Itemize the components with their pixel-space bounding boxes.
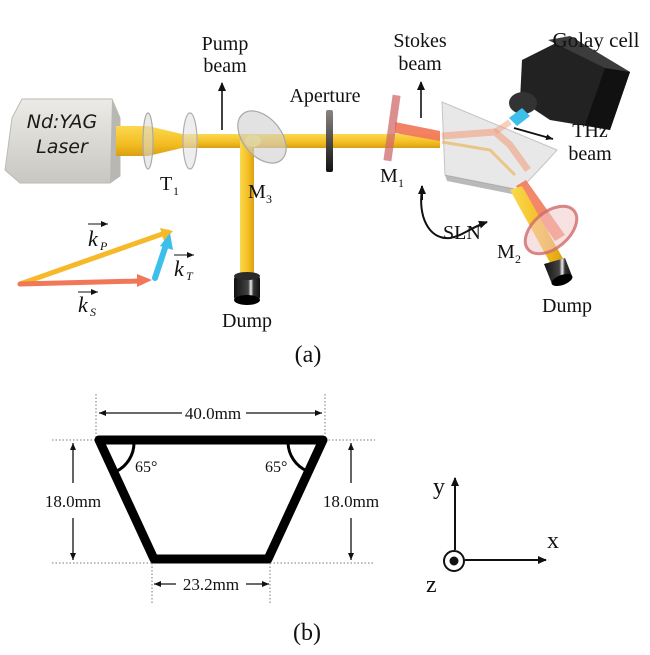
wavevector-diagram: k P k S k T: [17, 221, 194, 319]
angle-right-label: 65°: [265, 459, 287, 476]
m1-label: M: [380, 165, 398, 187]
mirror-m3: [237, 110, 287, 164]
kt-label: k: [174, 256, 185, 281]
ks-label: k: [78, 292, 89, 317]
kt-subscript: T: [186, 269, 194, 283]
panel-a: Nd:YAG Laser T 1 Pump beam M 3 Dump: [4, 28, 640, 368]
laser-label-line1: Nd:YAG: [27, 111, 98, 133]
m2-label: M: [497, 241, 515, 263]
laser-label-line2: Laser: [36, 136, 89, 158]
top-width-label: 40.0mm: [185, 404, 241, 423]
stokes-beam: [395, 122, 440, 141]
kp-label: k: [88, 226, 99, 251]
nd-yag-laser: Nd:YAG Laser: [4, 98, 121, 184]
thz-beam-label-line1: THz: [572, 120, 608, 142]
x-axis-label: x: [547, 528, 559, 554]
lens-t1-b: [182, 112, 198, 170]
stokes-beam-label-line2: beam: [398, 53, 442, 75]
t1-subscript: 1: [173, 184, 179, 198]
m3-label: M: [248, 181, 266, 203]
height-left-label: 18.0mm: [45, 492, 101, 511]
bottom-width-label: 23.2mm: [183, 575, 239, 594]
kt-vector: [152, 242, 169, 281]
golay-cell-label: Golay cell: [553, 28, 640, 52]
lens-t1-a: [142, 112, 154, 170]
height-right-label: 18.0mm: [323, 492, 379, 511]
kp-vector: [17, 229, 171, 287]
dump-left-label: Dump: [222, 310, 272, 332]
dimension-guides: [52, 394, 375, 603]
m2-subscript: 2: [515, 252, 521, 266]
sln-cross-section: [94, 435, 328, 564]
ks-subscript: S: [90, 305, 96, 319]
panel-a-caption: (a): [295, 342, 322, 368]
coordinate-axes: y x z: [426, 474, 559, 598]
beam-dump-left: [234, 272, 260, 305]
dump-right-label: Dump: [542, 295, 592, 317]
panel-b-caption: (b): [293, 620, 321, 646]
golay-cell: [509, 36, 630, 130]
mirror-m2: [523, 204, 579, 256]
m3-subscript: 3: [266, 192, 272, 206]
thz-beam: [509, 108, 530, 126]
sln-rotation-arrow: [420, 189, 488, 240]
thz-beam-arrow: [513, 127, 554, 140]
stokes-beam-label-line1: Stokes: [393, 30, 447, 52]
ks-vector: [17, 278, 143, 287]
pump-beam-label-line2: beam: [203, 55, 247, 77]
aperture: [326, 110, 333, 172]
z-axis-label: z: [426, 572, 437, 598]
angle-left-label: 65°: [135, 459, 157, 476]
angle-arc-right: [286, 442, 308, 473]
mirror-m1: [383, 94, 401, 162]
kp-subscript: P: [99, 239, 108, 253]
pump-beam-to-dump: [240, 140, 254, 278]
panel-b: 65° 65° 40.0mm 23.2mm 18.0mm 18.0mm y x …: [45, 394, 559, 646]
sln-crystal: [441, 101, 558, 196]
m1-subscript: 1: [398, 176, 404, 190]
pump-beam-label-line1: Pump: [202, 33, 249, 55]
y-axis-label: y: [433, 474, 445, 500]
pump-beam-main: [182, 134, 440, 148]
beam-dump-right: [544, 258, 573, 287]
angle-arc-left: [116, 442, 136, 473]
t1-label: T: [160, 173, 172, 195]
aperture-label: Aperture: [289, 85, 360, 107]
thz-beam-label-line2: beam: [568, 143, 612, 165]
